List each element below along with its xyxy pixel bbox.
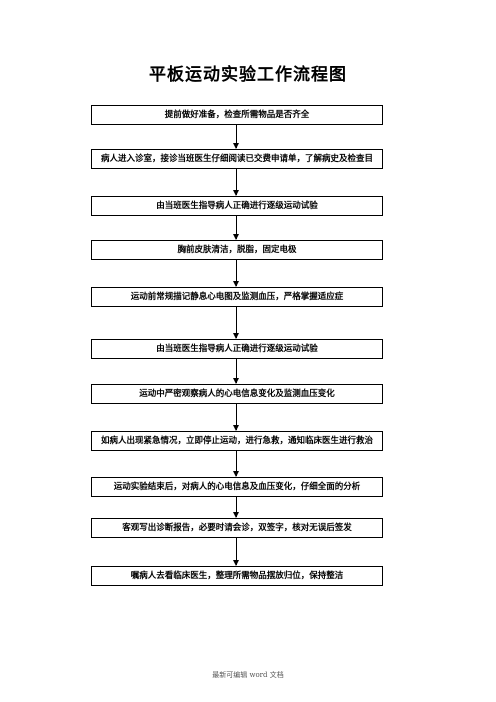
flow-step-5: 运动前常规描记静息心电图及监测血压，严格掌握适应症 [91, 287, 383, 307]
flow-arrow-1 [233, 125, 239, 149]
flow-step-11: 嘱病人去看临床医生，整理所需物品摆放归位，保持整洁 [91, 566, 383, 586]
flow-arrow-8 [233, 451, 239, 477]
flow-step-1: 提前做好准备，检查所需物品是否齐全 [91, 105, 383, 125]
page-title: 平板运动实验工作流程图 [149, 65, 347, 85]
flow-arrow-4 [233, 260, 239, 287]
flow-arrow-6 [233, 359, 239, 384]
flow-arrow-7 [233, 404, 239, 431]
flow-step-8: 如病人出现紧急情况，立即停止运动，进行急救，通知临床医生进行救治 [91, 431, 383, 451]
flow-step-10: 客观写出诊断报告，必要时请会诊，双签字，核对无误后签发 [91, 518, 383, 538]
flow-arrow-5 [233, 307, 239, 339]
footer-text: 最新可编辑 word 文档 [212, 671, 284, 679]
flow-step-4: 胸前皮肤清洁，脱脂，固定电极 [91, 240, 383, 260]
flow-arrow-3 [233, 216, 239, 240]
flow-step-3: 由当班医生指导病人正确进行逐级运动试验 [91, 196, 383, 216]
flow-arrow-2 [233, 169, 239, 196]
flow-step-7: 运动中严密观察病人的心电信息变化及监测血压变化 [91, 384, 383, 404]
flow-arrow-9 [233, 497, 239, 518]
flow-step-6: 由当班医生指导病人正确进行逐级运动试验 [91, 339, 383, 359]
flow-step-9: 运动实验结束后，对病人的心电信息及血压变化，仔细全面的分析 [91, 477, 383, 497]
flow-step-2: 病人进入诊室，接诊当班医生仔细阅读已交费申请单，了解病史及检查目 [91, 149, 383, 169]
flow-arrow-10 [233, 538, 239, 566]
